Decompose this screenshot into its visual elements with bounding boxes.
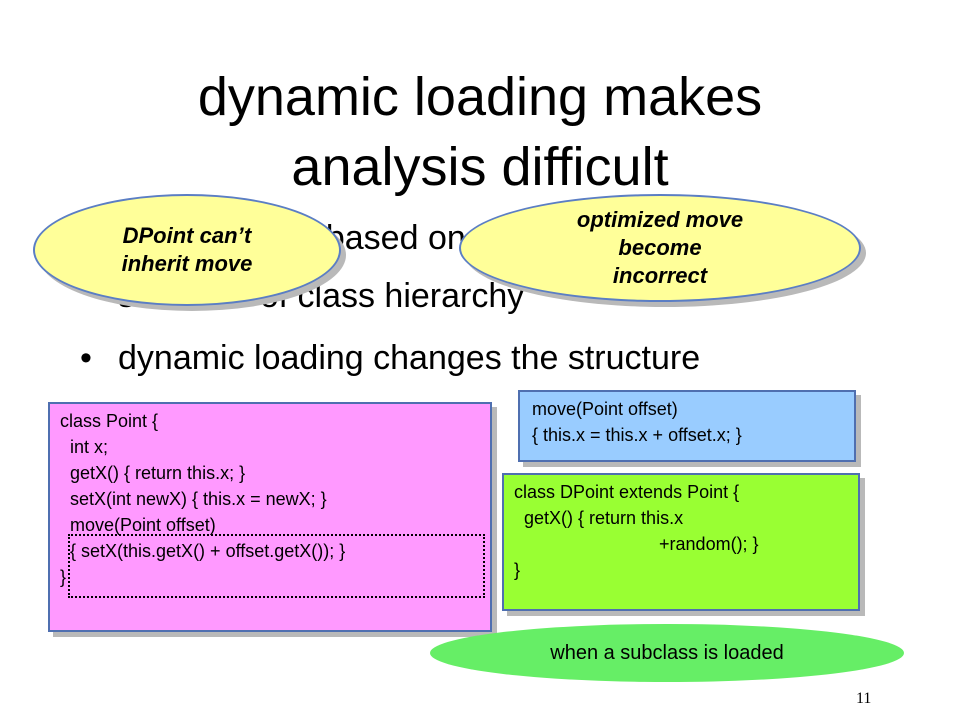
optimized-move-code-box: move(Point offset) { this.x = this.x + o… [518, 390, 856, 462]
callout-right-line-1: optimized move [576, 207, 744, 232]
callout-right-line-2: become [618, 235, 702, 260]
callout-left-line-1: DPoint can’t [122, 223, 252, 248]
title-line-1: dynamic loading makes [197, 67, 763, 127]
dpoint-class-code-box: class DPoint extends Point { getX() { re… [502, 473, 860, 611]
bullet-marker: • [80, 339, 92, 377]
move-method-highlight [68, 534, 485, 598]
callout-dpoint-cant-inherit: DPoint can’t inherit move [33, 194, 341, 306]
slide-title: dynamic loading makes analysis difficult [0, 62, 960, 202]
callout-right-line-3: incorrect [612, 263, 708, 288]
callout-optimized-move-incorrect: optimized move become incorrect [459, 194, 861, 302]
title-line-2: analysis difficult [291, 137, 669, 197]
subclass-loaded-text: when a subclass is loaded [550, 641, 784, 664]
bullet-dynamic-loading: • dynamic loading changes the structure [80, 338, 701, 378]
point-class-code-box: class Point { int x; getX() { return thi… [48, 402, 492, 632]
callout-left-line-2: inherit move [121, 251, 253, 276]
page-number: 11 [856, 690, 872, 707]
subclass-loaded-note: when a subclass is loaded [430, 624, 904, 682]
bullet-2-text: dynamic loading changes the structure [118, 339, 701, 377]
